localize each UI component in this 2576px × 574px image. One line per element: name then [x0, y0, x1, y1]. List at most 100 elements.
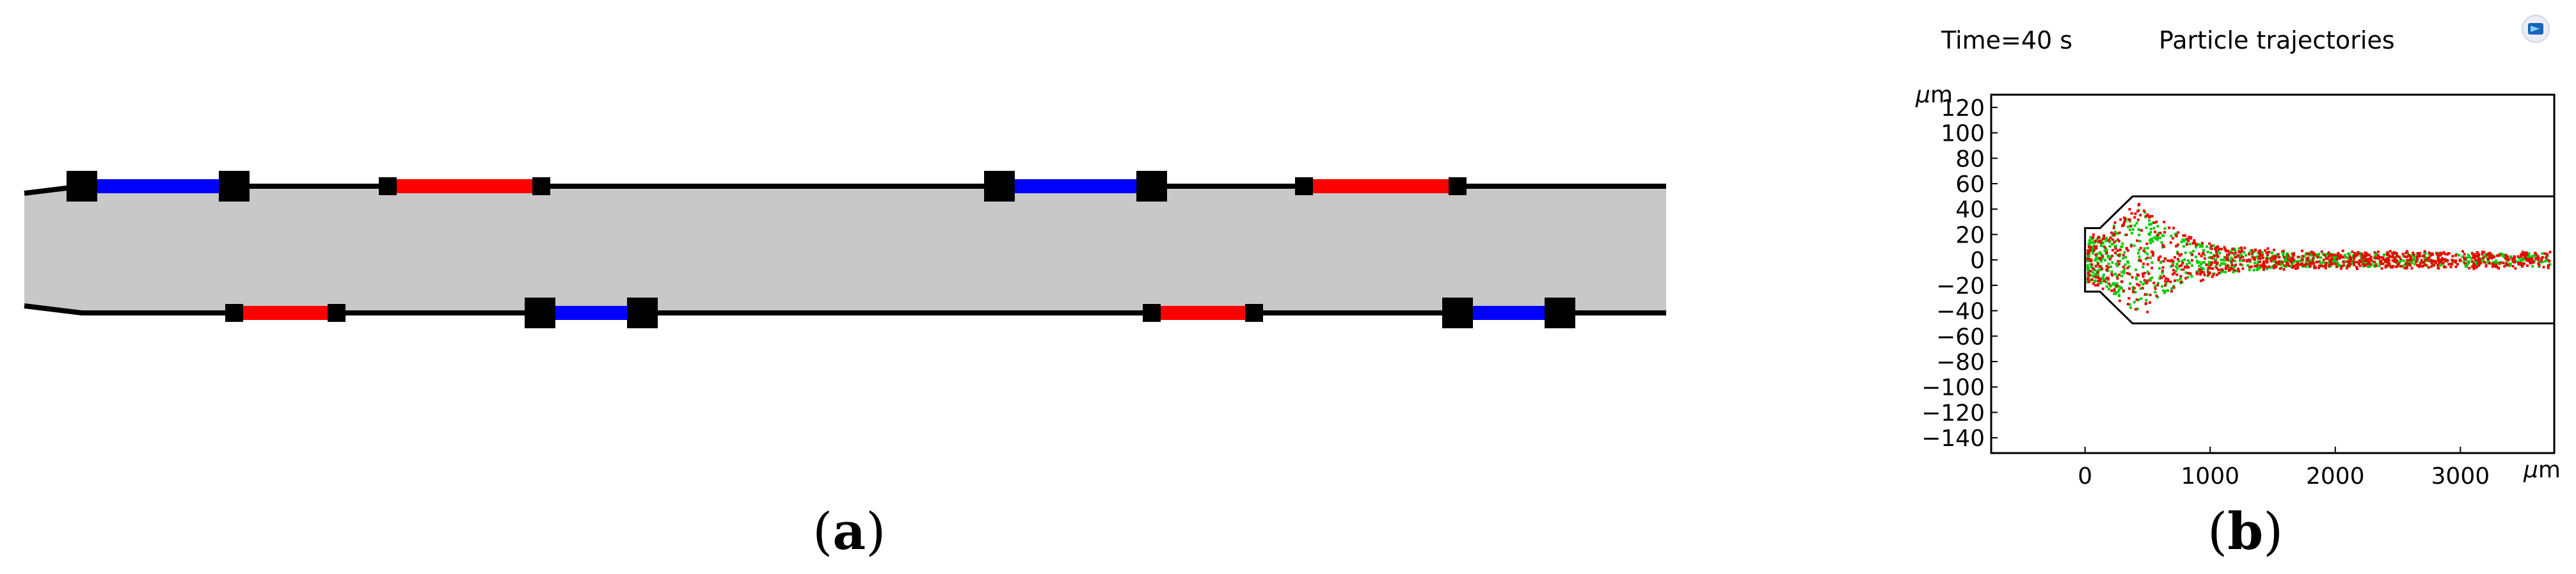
particle-point [2391, 259, 2394, 262]
particle-point [2090, 258, 2093, 261]
particle-point [2258, 254, 2261, 257]
particle-point [2197, 243, 2200, 246]
particle-point [2101, 256, 2104, 259]
particle-point [2136, 210, 2140, 213]
particle-point [2519, 258, 2522, 261]
particle-point [2214, 250, 2218, 253]
particle-point [2220, 262, 2223, 265]
electrode-pad [219, 171, 250, 202]
y-tick-label: 100 [1941, 121, 1985, 147]
particle-point [2356, 260, 2359, 264]
particle-point [2123, 216, 2126, 219]
particle-point [2090, 236, 2093, 239]
particle-point [2159, 275, 2162, 278]
x-tick-label: 1000 [2181, 463, 2239, 490]
particle-point [2481, 250, 2484, 253]
particle-point [2142, 209, 2145, 212]
particle-point [2385, 259, 2389, 262]
particle-point [2122, 257, 2125, 260]
particle-point [2320, 250, 2323, 253]
particle-point [2335, 265, 2339, 268]
particle-point [2336, 262, 2339, 265]
particle-point [2416, 257, 2419, 260]
particle-point [2167, 280, 2170, 283]
particle-point [2100, 260, 2103, 263]
particle-point [2397, 255, 2401, 259]
particle-point [2187, 239, 2190, 243]
particle-point [2341, 255, 2344, 259]
particle-point [2337, 255, 2341, 258]
particle-point [2182, 234, 2185, 237]
particle-point [2406, 259, 2409, 262]
particle-point [2367, 253, 2371, 257]
particle-point [2524, 257, 2527, 260]
particle-point [2422, 263, 2426, 266]
particle-point [2504, 262, 2508, 266]
particle-point [2458, 253, 2461, 257]
particle-point [2088, 274, 2091, 277]
particle-point [2165, 282, 2168, 285]
particle-point [2161, 271, 2164, 275]
particle-point [2280, 266, 2283, 269]
particle-point [2380, 262, 2383, 266]
particle-point [2179, 280, 2182, 283]
particle-point [2162, 275, 2165, 278]
particle-point [2422, 254, 2426, 257]
particle-point [2427, 266, 2430, 269]
particle-point [2406, 251, 2410, 255]
particle-point [2172, 260, 2175, 263]
particle-point [2254, 262, 2257, 265]
particle-point [2138, 228, 2141, 232]
particle-point [2259, 264, 2262, 267]
particle-point [2146, 256, 2149, 259]
particle-point [2468, 255, 2471, 258]
particle-point [2186, 237, 2189, 241]
particle-point [2257, 260, 2260, 263]
channel-schematic [24, 171, 1666, 328]
particle-point [2540, 259, 2543, 262]
particle-point [2091, 238, 2094, 241]
particle-point [2367, 257, 2370, 260]
particle-point [2131, 289, 2135, 292]
particle-point [2099, 268, 2102, 271]
particle-point [2493, 260, 2497, 264]
particle-point [2436, 253, 2439, 257]
particle-point [2157, 257, 2160, 260]
particle-point [2305, 260, 2308, 263]
particle-point [2286, 262, 2289, 265]
particle-point [2127, 265, 2131, 268]
particle-point [2492, 261, 2495, 264]
particle-point [2111, 234, 2114, 237]
particle-point [2099, 241, 2103, 244]
particle-point [2297, 263, 2300, 266]
particle-point [2134, 308, 2137, 311]
particle-point [2119, 218, 2122, 221]
particle-point [2118, 231, 2121, 234]
particle-point [2090, 249, 2094, 252]
particle-point [2182, 268, 2185, 271]
particle-point [2342, 264, 2346, 267]
particle-point [2518, 262, 2522, 266]
particle-point [2301, 250, 2304, 253]
particle-point [2391, 265, 2394, 268]
particle-point [2504, 264, 2508, 267]
particle-point [2321, 261, 2325, 264]
particle-point [2180, 264, 2183, 267]
particle-point [2230, 263, 2234, 266]
particle-point [2374, 255, 2377, 258]
particle-point [2156, 282, 2159, 285]
particle-point [2223, 259, 2226, 262]
particle-point [2294, 267, 2298, 270]
particle-point [2138, 255, 2141, 259]
particle-point [2136, 239, 2139, 243]
particle-point [2365, 254, 2369, 257]
particle-point [2367, 262, 2370, 265]
particle-point [2170, 287, 2174, 290]
particle-point [2103, 234, 2106, 237]
particle-point [2216, 255, 2220, 259]
particle-point [2106, 276, 2110, 280]
particle-point [2117, 285, 2120, 288]
particle-point [2154, 230, 2157, 234]
particle-point [2315, 260, 2318, 264]
particle-point [2410, 254, 2413, 257]
